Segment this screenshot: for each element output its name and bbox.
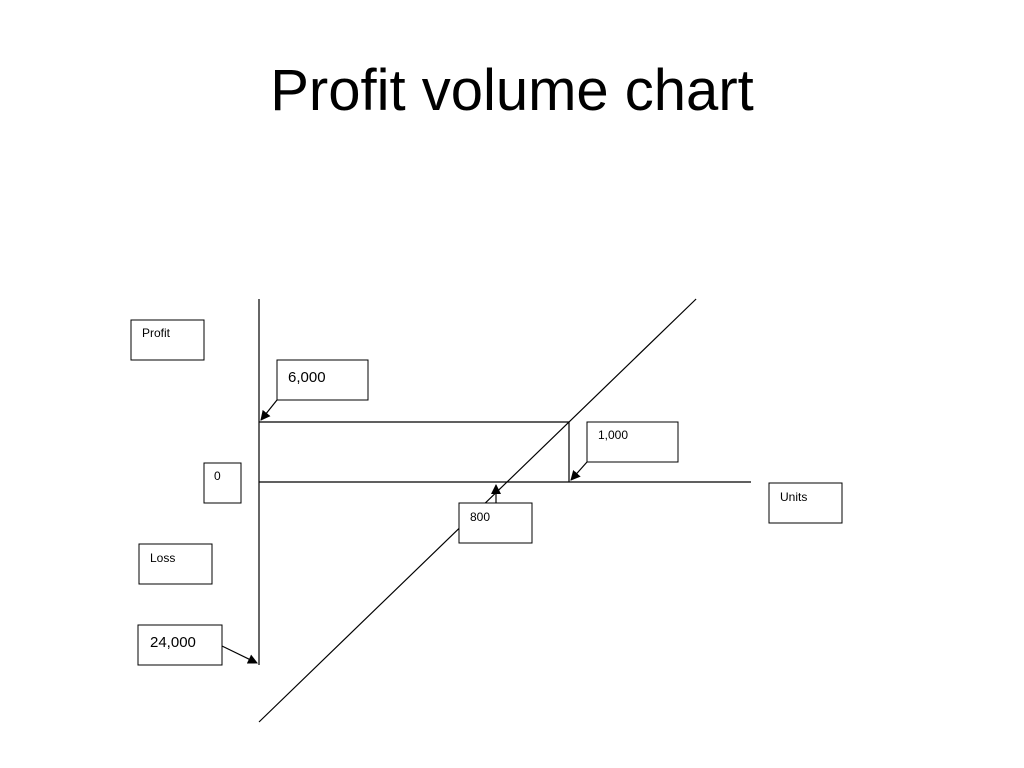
target-profit-arrow [260, 399, 278, 421]
zero-label: 0 [214, 469, 221, 483]
target-profit-label-box: 6,000 [276, 359, 369, 401]
y-axis-label-profit: Profit [142, 326, 171, 340]
fixed-cost-arrow [221, 645, 258, 664]
breakeven-units-label: 800 [470, 510, 490, 524]
fixed-cost-loss-label: 24,000 [150, 634, 196, 651]
target-units-arrow [570, 461, 588, 481]
zero-label-box: 0 [203, 462, 242, 504]
y-axis-label-loss: Loss [150, 551, 175, 565]
target-profit-label: 6,000 [288, 369, 326, 386]
profit-label-box: Profit [130, 319, 205, 361]
target-units-label-box: 1,000 [586, 421, 679, 463]
target-units-label: 1,000 [598, 428, 628, 442]
units-label-box: Units [768, 482, 843, 524]
breakeven-label-box: 800 [458, 502, 533, 544]
fixed-cost-label-box: 24,000 [137, 624, 223, 666]
page-title: Profit volume chart [270, 58, 754, 123]
loss-label-box: Loss [138, 543, 213, 585]
x-axis-label-units: Units [780, 490, 807, 504]
